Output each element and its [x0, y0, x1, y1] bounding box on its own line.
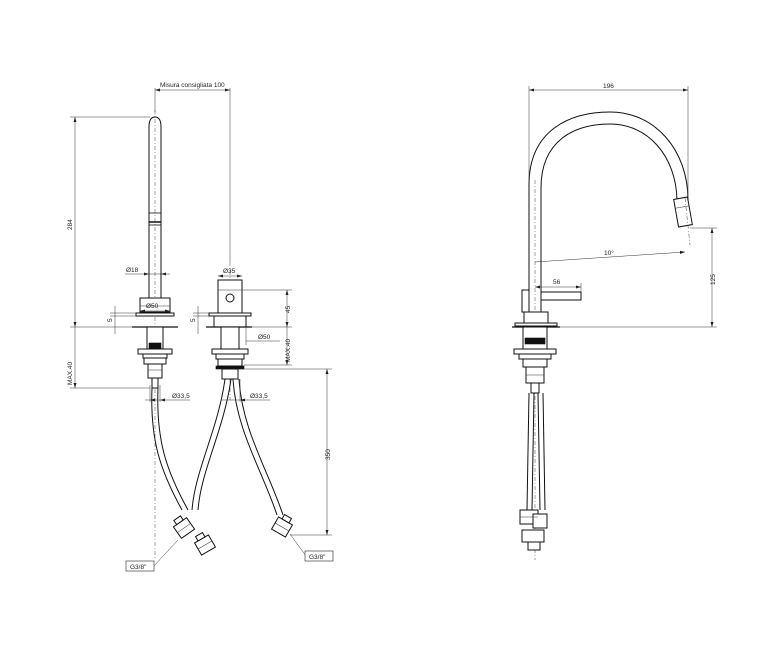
- spout-tube: [148, 116, 162, 298]
- spout-base-thickness-label: 5: [107, 318, 114, 322]
- spout-diameter-label: Ø18: [126, 267, 139, 274]
- lever-shank-diameter-label: Ø33,5: [250, 393, 268, 400]
- left-dimensions: Misura consigliata 100 284 MAX.40 5 Ø18 …: [67, 82, 334, 572]
- thread-right-label: G3/8": [309, 554, 326, 561]
- spout-base: [139, 297, 171, 313]
- outlet-height-label: 125: [710, 274, 717, 285]
- hoses: [151, 378, 284, 516]
- lever-base-diameter-label: Ø50: [258, 334, 271, 341]
- spout-max-thickness-label: MAX.40: [67, 361, 74, 385]
- gooseneck-spout: [528, 111, 689, 325]
- lever-max-thickness-label: MAX.40: [285, 338, 292, 362]
- spout-base-diameter-label: Ø50: [146, 303, 159, 310]
- reach-label: 196: [603, 83, 614, 90]
- mixer-assembly: [206, 262, 252, 400]
- recommended-distance-label: Misura consigliata 100: [160, 82, 225, 89]
- lever-reach-label: 56: [553, 279, 561, 286]
- lever-base-thickness-label: 5: [190, 318, 197, 322]
- spout-assembly: [132, 110, 178, 560]
- thread-left-label: G3/8": [130, 564, 147, 571]
- side-view-assembly: [512, 111, 693, 560]
- right-dimensions: 196 10° 56 125: [528, 83, 717, 328]
- spout-shank-diameter-label: Ø33,5: [172, 393, 190, 400]
- angle-label: 10°: [604, 249, 614, 257]
- hose-length-label: 350: [325, 449, 332, 460]
- lever-height-label: 45: [285, 305, 292, 313]
- lever-diameter-label: Ø35: [223, 268, 236, 275]
- spout-height-label: 284: [67, 219, 74, 230]
- hose-fittings: [172, 513, 294, 556]
